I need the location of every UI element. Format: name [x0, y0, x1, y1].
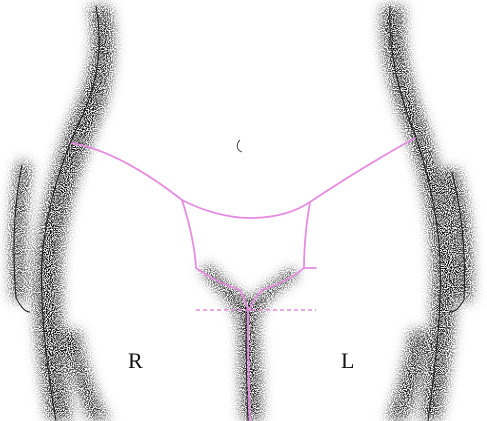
navel-mark	[237, 140, 242, 152]
body-shading	[10, 6, 472, 421]
label-right-side: R	[128, 350, 143, 372]
label-left-side: L	[341, 350, 354, 372]
